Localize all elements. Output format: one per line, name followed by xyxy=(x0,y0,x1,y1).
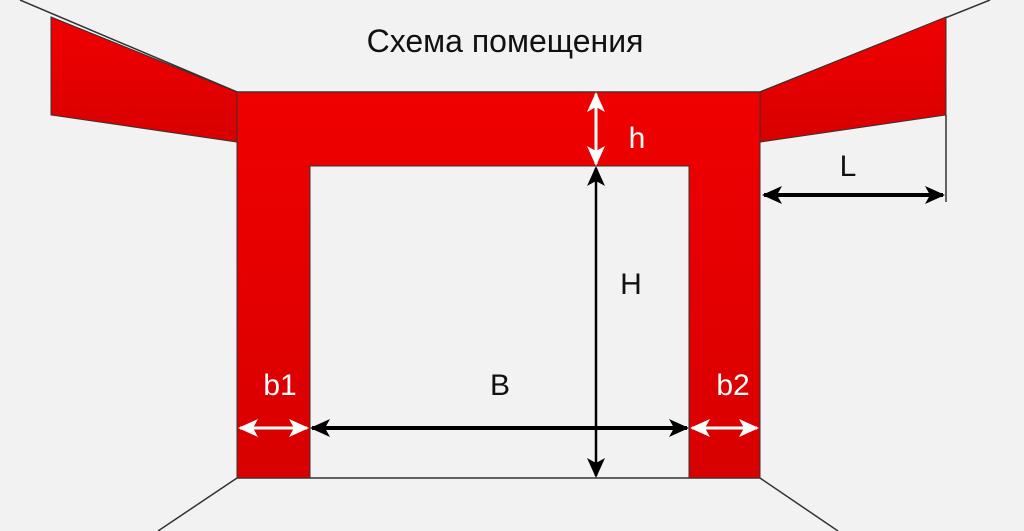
label-B: B xyxy=(490,369,510,402)
ceiling-left-edge xyxy=(19,0,238,93)
label-b1: b1 xyxy=(263,369,296,402)
label-b2: b2 xyxy=(716,369,749,402)
right-wall-band xyxy=(759,16,947,143)
floor-left-edge xyxy=(157,477,238,531)
diagram-title: Схема помещения xyxy=(367,23,644,59)
label-L: L xyxy=(840,150,857,183)
back-wall-frame xyxy=(236,91,761,479)
floor-right-edge xyxy=(759,477,839,531)
label-h: h xyxy=(629,122,646,155)
label-H: H xyxy=(620,268,642,301)
